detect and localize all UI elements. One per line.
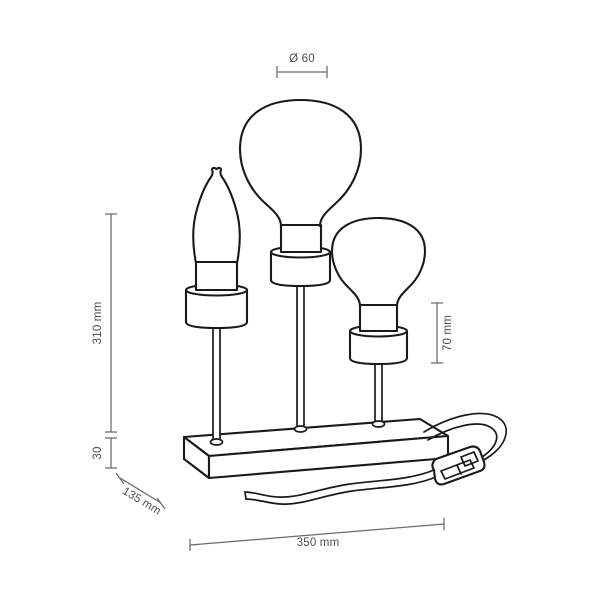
support-rod-center — [293, 284, 308, 433]
support-rod-right — [371, 362, 386, 428]
socket-height-label: 70 mm — [442, 315, 454, 351]
base-depth-label: 135 mm — [120, 485, 163, 517]
base-width-dimension: 350 mm — [189, 518, 445, 551]
lamp-assembly-right — [330, 216, 427, 428]
total-height-dimension: 310 mm — [92, 213, 117, 433]
wooden-base-slab — [182, 417, 450, 480]
lamp-socket-collar-center — [279, 223, 323, 254]
large-globe-bulb — [238, 98, 363, 228]
bulb-diameter-dimension: Ø 60 — [276, 53, 328, 78]
small-globe-bulb — [330, 216, 427, 308]
lamp-socket-collar-right — [358, 303, 399, 333]
lamp-socket-collar-left — [194, 260, 239, 292]
lamp-socket-right — [348, 324, 409, 366]
bulb-diameter-label: Ø 60 — [289, 53, 315, 65]
base-width-label: 350 mm — [297, 537, 340, 549]
base-depth-dimension: 135 mm — [115, 472, 166, 518]
total-height-label: 310 mm — [92, 302, 104, 345]
base-thickness-label: 30 — [92, 446, 104, 459]
socket-height-dimension: 70 mm — [431, 302, 454, 364]
lamp-assembly-left — [184, 166, 249, 446]
inline-rocker-switch[interactable] — [431, 445, 486, 486]
edison-teardrop-bulb — [192, 166, 241, 265]
base-thickness-dimension: 30 — [92, 437, 117, 469]
lamp-assembly-center — [238, 98, 363, 433]
support-rod-left — [209, 325, 224, 446]
